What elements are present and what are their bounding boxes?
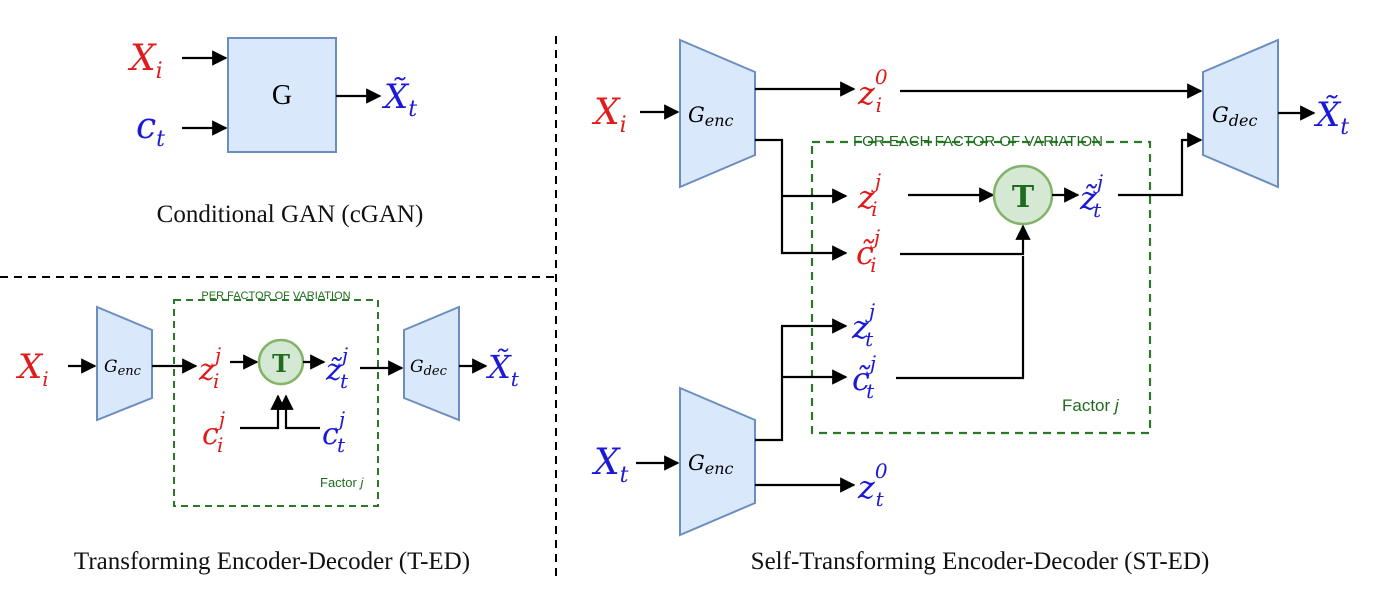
sted-arrow-cij-t (900, 224, 1031, 256)
sted-decoder-label: Gdec (1212, 103, 1257, 130)
sted-group-label: FOR EACH FACTOR OF VARIATION (853, 133, 1103, 150)
ted-transform-label: T (272, 349, 290, 378)
sted-encoder-target-label: Genc (688, 451, 734, 478)
ted-decoder-label: Gdec (410, 357, 448, 379)
cgan-output: X̃t (381, 77, 417, 122)
sted-caption: Self-Transforming Encoder-Decoder (ST-ED… (751, 548, 1210, 575)
cgan-caption: Conditional GAN (cGAN) (157, 201, 424, 228)
sted-arrow-ztilde-dec (1118, 132, 1203, 197)
ted-factor-label: Factor j (320, 475, 364, 490)
sted-input-xi: Xi (591, 92, 627, 138)
cgan-generator-label: G (272, 80, 292, 111)
sted-transform-label: T (1012, 180, 1035, 215)
sted-encoder-source (679, 38, 756, 189)
cgan-input-c: ct (136, 106, 165, 152)
sted-input-xt: Xt (591, 442, 629, 488)
cgan-input-x: Xi (127, 38, 163, 84)
cgan-panel: G Xi ct X̃t Conditional GAN (cGAN) (127, 37, 424, 228)
sted-encoder-source-label: Genc (688, 103, 734, 130)
ted-panel: PER FACTOR OF VARIATION Factor j Xi Genc… (15, 290, 520, 575)
ted-arrow-c-in (240, 394, 286, 430)
ted-encoder (96, 305, 153, 422)
sted-branch-target (755, 318, 848, 442)
ted-output: X̃t (485, 348, 520, 391)
ted-caption: Transforming Encoder-Decoder (T-ED) (74, 548, 470, 575)
ted-arrow-c-out (278, 394, 320, 430)
sted-factor-label: Factor j (1062, 396, 1120, 415)
ted-group-label: PER FACTOR OF VARIATION (201, 290, 350, 302)
ted-decoder (403, 305, 460, 422)
sted-decoder (1202, 38, 1279, 189)
sted-panel: FOR EACH FACTOR OF VARIATION Factor j Xi… (591, 38, 1349, 575)
sted-output: X̃t (1313, 95, 1349, 140)
sted-factor-group (810, 140, 1152, 435)
sted-encoder-target (679, 386, 756, 537)
sted-arrow-ctj-t (896, 256, 1025, 380)
cgan-generator-box (227, 37, 337, 153)
ted-factor-group (173, 299, 379, 507)
ted-input-x: Xi (15, 347, 49, 391)
ted-encoder-label: Genc (104, 357, 142, 379)
